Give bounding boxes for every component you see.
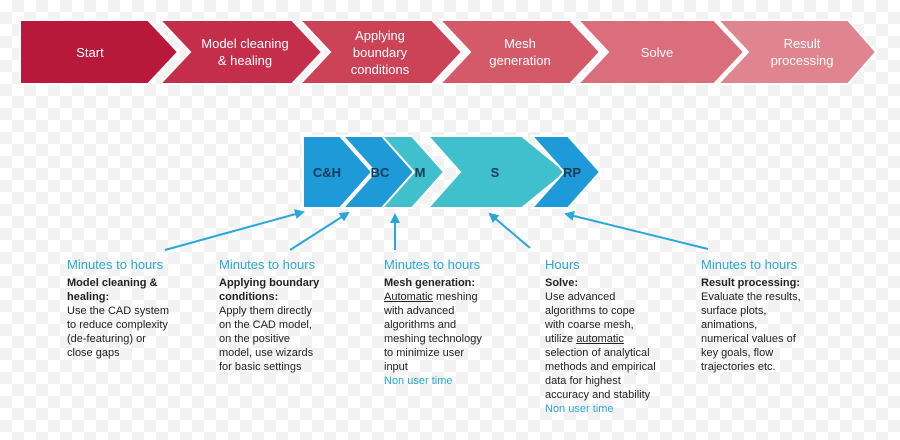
process-step-arrow xyxy=(575,19,746,85)
step-label-model-cleaning: Model cleaning & healing xyxy=(201,36,289,68)
chevron-label-s: S xyxy=(490,164,500,180)
detail-body: selection of analytical methods and empi… xyxy=(545,347,656,401)
detail-mesh-generation: Minutes to hours Mesh generation: Automa… xyxy=(384,258,514,388)
process-step-arrow xyxy=(157,19,324,85)
chevron-label-rp: RP xyxy=(562,164,582,180)
detail-body: Apply them directly on the CAD model, on… xyxy=(219,305,314,373)
detail-heading: Applying boundary conditions: xyxy=(219,277,320,303)
detail-underline: automatic xyxy=(576,333,624,345)
process-step-arrow xyxy=(19,19,180,85)
pointer-arrow-rp xyxy=(564,211,709,250)
step-label-result-processing: Result processing xyxy=(770,36,834,68)
detail-time: Minutes to hours xyxy=(701,257,798,272)
pointer-arrow-s xyxy=(488,212,531,249)
detail-body: Use the CAD system to reduce complexity … xyxy=(67,305,170,359)
process-step-arrow xyxy=(297,19,464,85)
step-label-boundary-conditions: Applying boundary conditions xyxy=(350,27,410,77)
chevron-label-ch: C&H xyxy=(312,164,342,180)
detail-boundary-conditions: Minutes to hours Applying boundary condi… xyxy=(219,258,344,374)
detail-time: Hours xyxy=(545,257,580,272)
detail-underline: Automatic xyxy=(384,291,433,303)
detail-result-processing: Minutes to hours Result processing: Eval… xyxy=(701,258,826,374)
chevron-label-m: M xyxy=(414,164,426,180)
detail-model-cleaning: Minutes to hours Model cleaning & healin… xyxy=(67,258,187,360)
pointer-arrow-bc xyxy=(289,211,350,251)
detail-heading: Solve: xyxy=(545,277,579,289)
detail-time: Minutes to hours xyxy=(219,257,316,272)
detail-time: Minutes to hours xyxy=(384,257,481,272)
step-label-start: Start xyxy=(76,44,104,60)
process-step-arrow xyxy=(715,19,878,85)
detail-solve: Hours Solve: Use advanced algorithms to … xyxy=(545,258,680,416)
detail-heading: Result processing: xyxy=(701,277,801,289)
detail-time: Minutes to hours xyxy=(67,257,164,272)
detail-note: Non user time xyxy=(545,403,614,415)
detail-note: Non user time xyxy=(384,375,453,387)
timeline-chevron xyxy=(529,135,602,209)
pointer-arrow-ch xyxy=(164,209,305,251)
timeline-chevron xyxy=(379,135,446,209)
step-label-solve: Solve xyxy=(640,44,674,60)
chevron-label-bc: BC xyxy=(370,164,390,180)
detail-heading: Mesh generation: xyxy=(384,277,476,289)
detail-body: meshing with advanced algorithms and mes… xyxy=(384,291,482,373)
detail-heading: Model cleaning & healing: xyxy=(67,277,158,303)
timeline-chevron xyxy=(302,135,374,209)
timeline-chevron xyxy=(425,135,568,209)
detail-body: Evaluate the results, surface plots, ani… xyxy=(701,291,801,373)
step-label-mesh-generation: Mesh generation xyxy=(489,36,551,68)
detail-body-pre: Use advanced algorithms to cope with coa… xyxy=(545,291,635,345)
process-step-arrow xyxy=(437,19,602,85)
